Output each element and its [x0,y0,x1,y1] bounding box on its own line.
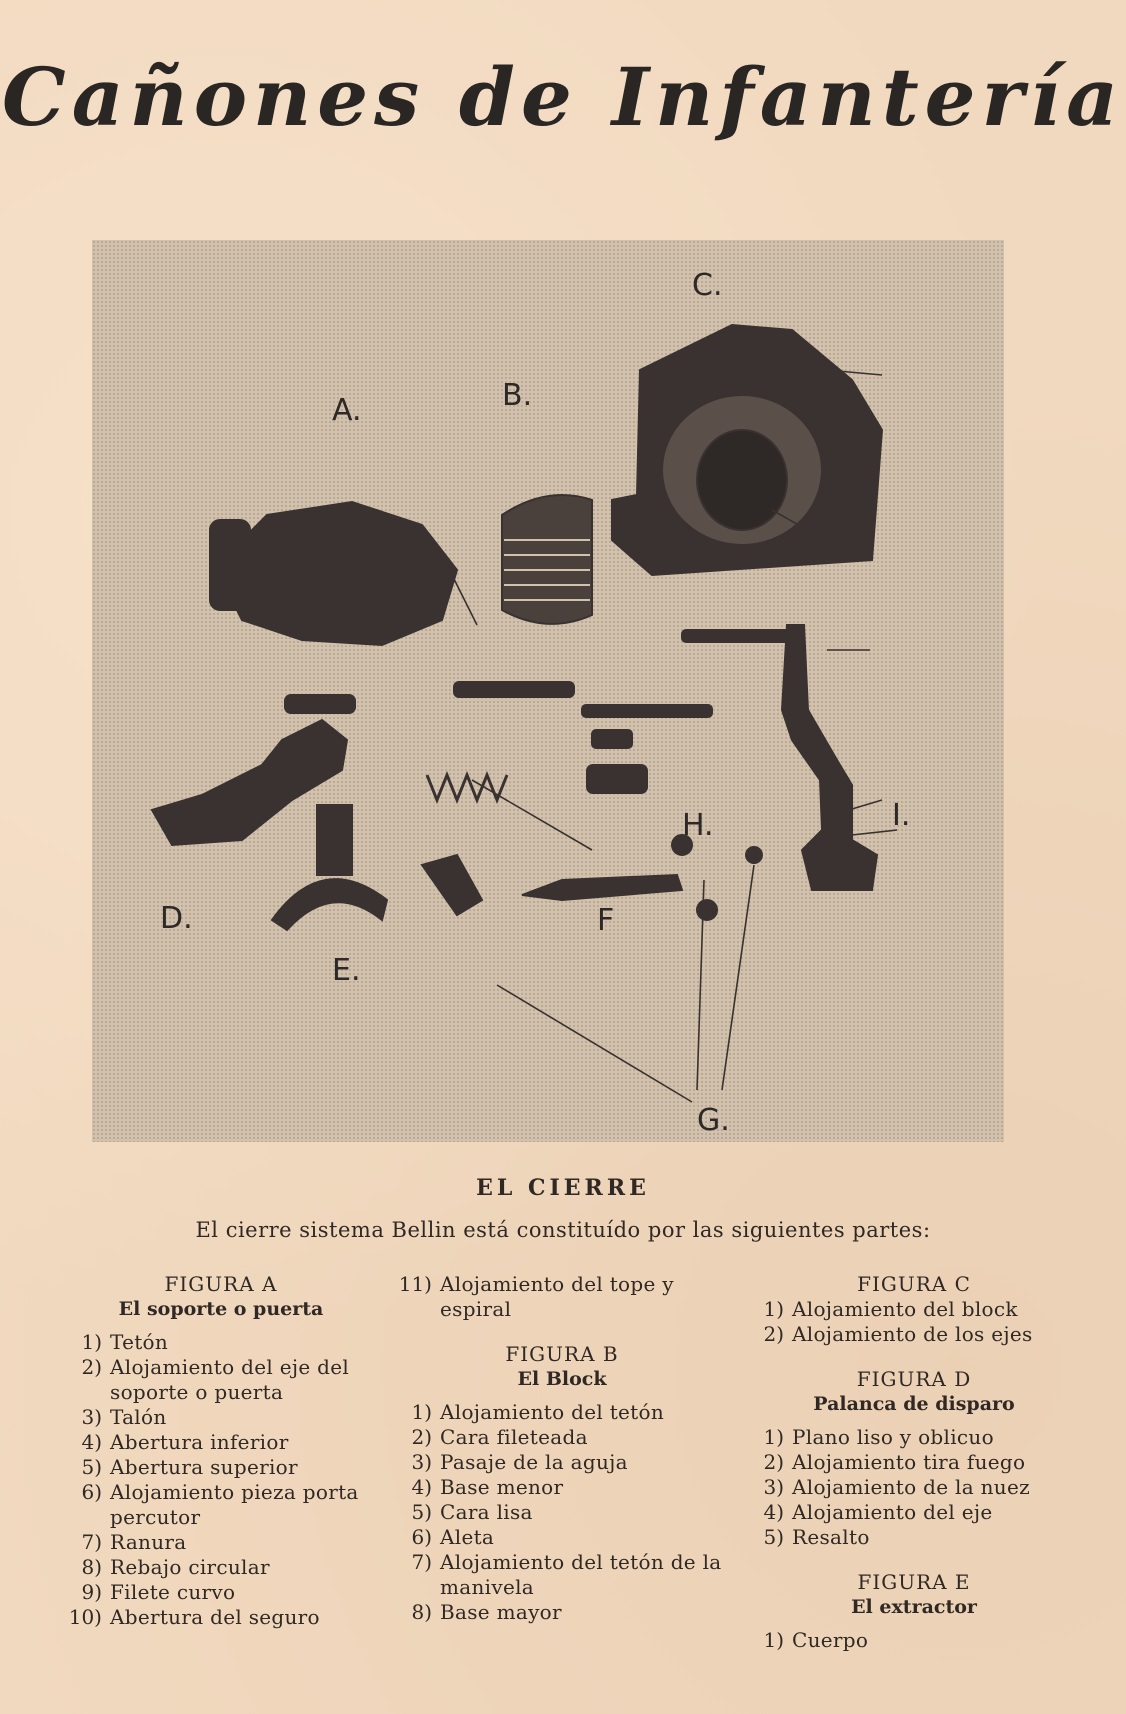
part-a-lug [209,519,251,611]
parts-illustration: A. B. C. D. E. F G. H. I. [150,268,910,1138]
label-b: B. [502,378,532,413]
list-item: 7)Alojamiento del tetón de la manivela [411,1550,722,1599]
label-h: H. [682,808,714,843]
figura-b-heading: FIGURA B [505,1342,619,1366]
label-c: C. [692,268,722,303]
list-item: 8)Base mayor [411,1600,562,1624]
figura-a-heading: FIGURA A [164,1272,278,1296]
label-a: A. [332,393,362,428]
part-h [586,764,648,794]
part-e-extractor [270,878,389,932]
list-item: 8)Rebajo circular [81,1555,270,1579]
part-d-lever [150,718,349,847]
part-g-piece-2 [745,846,763,864]
column-figura-a: FIGURA A El soporte o puerta 1)Tetón 2)A… [56,1272,386,1636]
list-item: 10)Abertura del seguro [68,1605,320,1629]
list-item: 1)Plano liso y oblicuo [763,1425,994,1449]
firing-pin-holder [420,853,484,917]
list-item: 2)Alojamiento de los ejes [763,1322,1033,1346]
list-item: 4)Alojamiento del eje [763,1500,993,1524]
figura-d-heading: FIGURA D [856,1367,972,1391]
list-item: 1)Alojamiento del tetón [411,1400,665,1424]
list-item: 11)Alojamiento del tope y espiral [398,1272,674,1321]
list-item: 7)Ranura [81,1530,187,1554]
label-d: D. [160,901,193,936]
label-i: I. [892,798,910,833]
figura-c-list: 1)Alojamiento del block 2)Alojamiento de… [744,1297,1084,1347]
intro-text: El cierre sistema Bellin está constituíd… [195,1218,931,1242]
figura-a-subtitle: El soporte o puerta [118,1298,324,1320]
list-item: 4)Base menor [411,1475,564,1499]
part-a-support [220,500,459,647]
list-item: 5)Cara lisa [411,1500,533,1524]
list-item: 2)Alojamiento tira fuego [763,1450,1026,1474]
figura-c-heading: FIGURA C [857,1272,971,1296]
pin-15 [453,681,575,698]
section-title: EL CIERRE [476,1175,650,1201]
spring [425,770,509,805]
part-f-firing-pin [521,873,684,902]
list-item: 4)Abertura inferior [81,1430,289,1454]
part-g-piece-3 [696,899,718,921]
figura-d-subtitle: Palanca de disparo [813,1393,1015,1415]
pin-14 [284,694,356,714]
figura-e-list: 1)Cuerpo [744,1628,1084,1653]
list-item: 9)Filete curvo [81,1580,236,1604]
figura-a-list: 1)Tetón 2)Alojamiento del eje del soport… [56,1330,386,1630]
column-figura-b: 11)Alojamiento del tope y espiral FIGURA… [392,1272,732,1631]
figura-b-list: 1)Alojamiento del tetón 2)Cara fileteada… [392,1400,732,1625]
list-item: 2)Cara fileteada [411,1425,588,1449]
figura-e-subtitle: El extractor [851,1596,977,1618]
pin-17 [581,704,713,718]
list-item: 3)Pasaje de la aguja [411,1450,628,1474]
figura-a-list-continued: 11)Alojamiento del tope y espiral [392,1272,732,1322]
list-item: 2)Alojamiento del eje del soporte o puer… [81,1355,350,1404]
figura-e-heading: FIGURA E [857,1570,971,1594]
page-title: Cañones de Infantería [2,50,1124,144]
list-item: 3)Talón [81,1405,167,1429]
list-item: 6)Alojamiento pieza porta percutor [81,1480,359,1529]
figura-b-subtitle: El Block [517,1368,607,1390]
list-item: 1)Tetón [81,1330,169,1354]
list-item: 1)Cuerpo [763,1628,869,1652]
breech-parts-photo: A. B. C. D. E. F G. H. I. [92,240,1004,1142]
list-item: 3)Alojamiento de la nuez [763,1475,1030,1499]
list-item: 5)Resalto [763,1525,870,1549]
part-g-piece-1 [671,834,693,856]
list-item: 5)Abertura superior [81,1455,298,1479]
column-figuras-c-d-e: FIGURA C 1)Alojamiento del block 2)Aloja… [744,1272,1084,1659]
list-item: 6)Aleta [411,1525,495,1549]
label-f: F [597,903,614,938]
part-b-block [501,494,593,625]
label-e: E. [332,953,361,988]
label-g: G. [697,1103,730,1138]
list-item: 1)Alojamiento del block [763,1297,1018,1321]
part-i-crank [780,624,879,891]
figura-d-list: 1)Plano liso y oblicuo 2)Alojamiento tir… [744,1425,1084,1550]
